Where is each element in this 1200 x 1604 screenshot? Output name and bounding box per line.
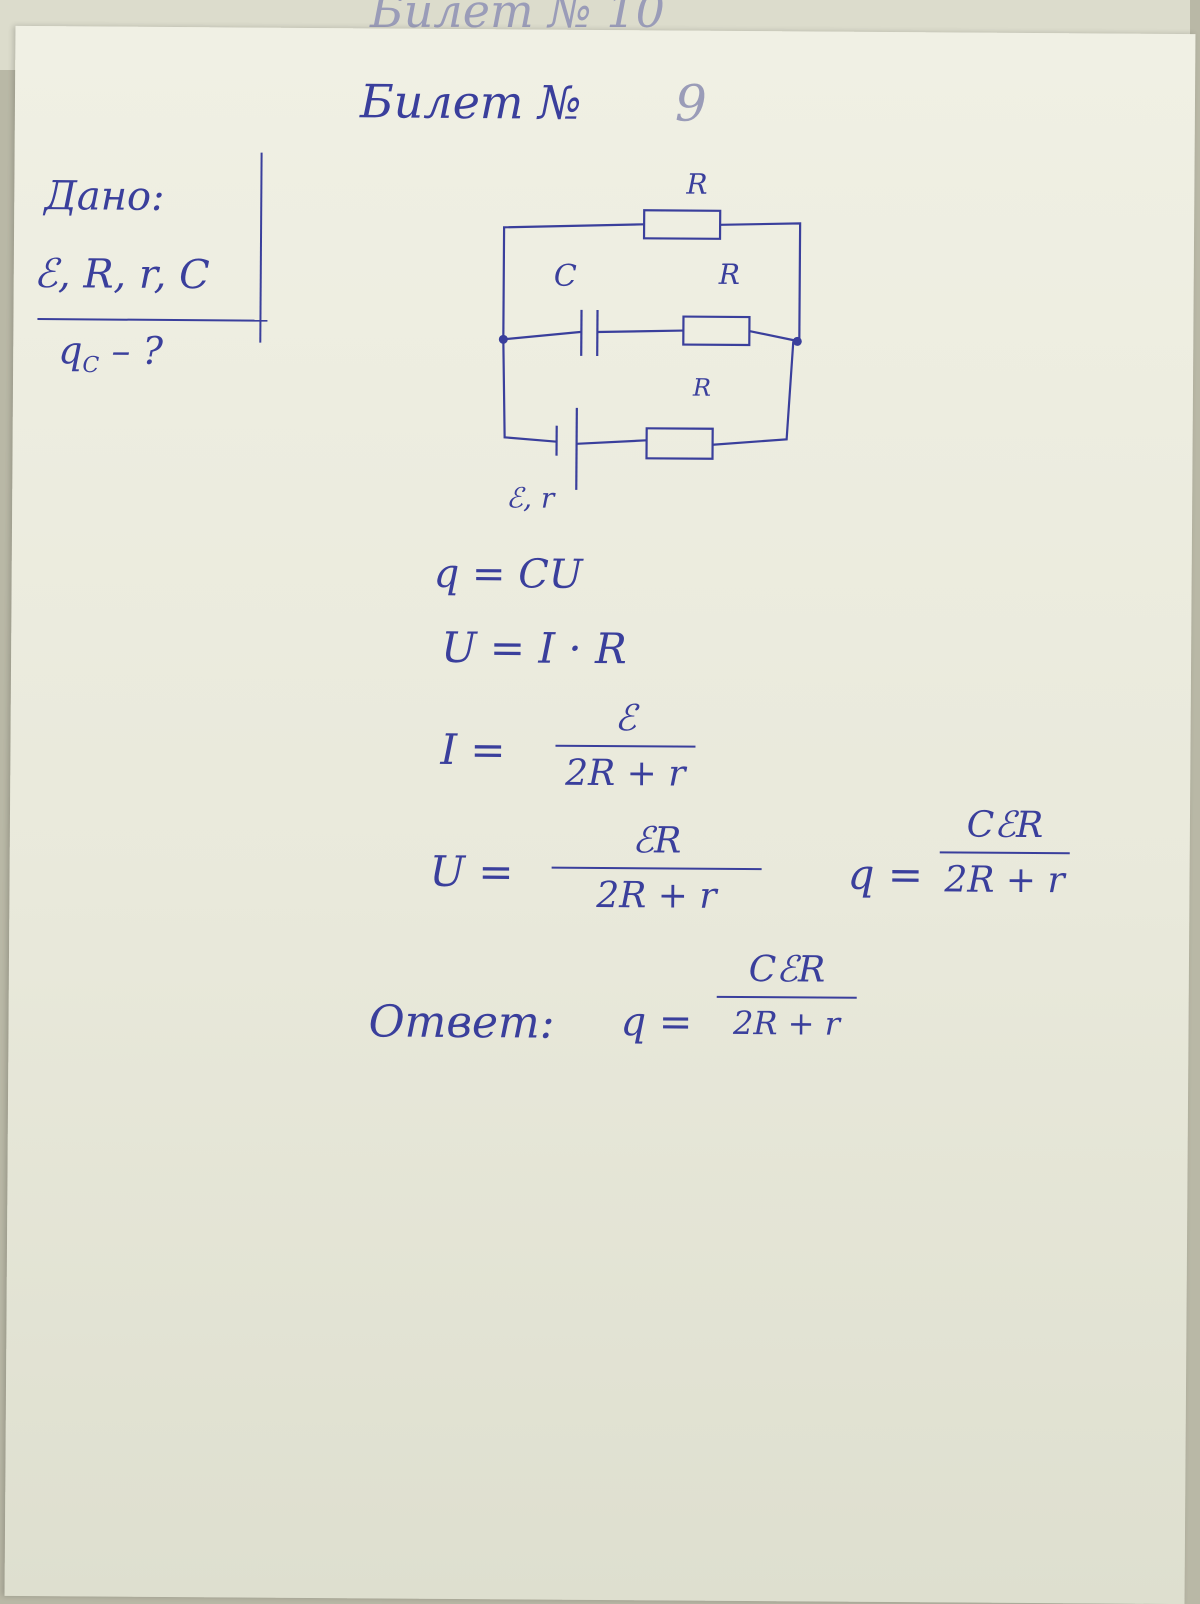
given-label: Дано: <box>44 176 165 217</box>
answer-label: Ответ: <box>368 1000 554 1045</box>
wire-mid-right <box>749 331 799 341</box>
equation-u-denominator: 2R + r <box>551 875 761 917</box>
equation-i-lhs: I = <box>440 729 505 771</box>
find-symbol: q <box>58 328 83 372</box>
battery-plate-long <box>576 408 577 490</box>
resistor-mid <box>683 317 749 345</box>
fraction-bar <box>940 851 1070 854</box>
wire-bottom-right <box>713 341 794 446</box>
equation-u-fraction: ℰR 2R + r <box>551 820 762 917</box>
ticket-label: Билет № <box>360 78 582 126</box>
equation-q-denominator: 2R + r <box>939 859 1069 901</box>
label-source: ℰ, r <box>506 484 554 512</box>
equation-q-cu: q = CU <box>434 554 583 595</box>
equation-i-numerator: ℰ <box>556 698 696 740</box>
label-resistor-top: R <box>686 171 707 199</box>
junction-left <box>499 335 508 344</box>
resistor-top <box>644 210 720 239</box>
equation-q-numerator: CℰR <box>940 804 1070 846</box>
wire-mid-center <box>597 330 683 333</box>
label-resistor-mid: R <box>719 261 740 289</box>
answer-fraction: CℰR 2R + r <box>716 949 857 1043</box>
equation-u-lhs: U = <box>429 851 513 894</box>
equation-i-fraction: ℰ 2R + r <box>555 698 696 795</box>
wire-bottom-center <box>577 440 647 444</box>
wire-mid-left <box>503 331 581 340</box>
equation-q-lhs: q = <box>847 854 923 897</box>
resistor-bottom <box>646 428 712 458</box>
find-suffix: – ? <box>99 328 163 372</box>
ticket-number: 9 <box>675 79 707 129</box>
fraction-bar <box>555 745 695 748</box>
find-subscript: C <box>82 353 99 378</box>
equation-q-fraction: CℰR 2R + r <box>939 804 1070 901</box>
answer-denominator: 2R + r <box>716 1004 856 1043</box>
given-divider-vertical <box>259 153 262 343</box>
answer-numerator: CℰR <box>717 949 857 991</box>
label-resistor-bottom: R <box>693 376 711 400</box>
fraction-bar <box>552 867 762 870</box>
find-expression: qC – ? <box>58 331 163 377</box>
equation-i-denominator: 2R + r <box>555 753 695 795</box>
fraction-bar <box>717 996 857 999</box>
answer-lhs: q = <box>620 1002 692 1043</box>
junction-right <box>793 337 802 346</box>
label-capacitor: C <box>554 262 577 292</box>
wire-bottom-left <box>503 339 558 441</box>
given-values: ℰ, R, r, C <box>34 254 210 295</box>
paper-sheet: Билет № 9 Дано: ℰ, R, r, C qC – ? <box>5 26 1196 1604</box>
equation-u-numerator: ℰR <box>552 820 762 862</box>
given-divider-horizontal <box>37 318 267 322</box>
equation-u-ir: U = I · R <box>441 627 627 670</box>
